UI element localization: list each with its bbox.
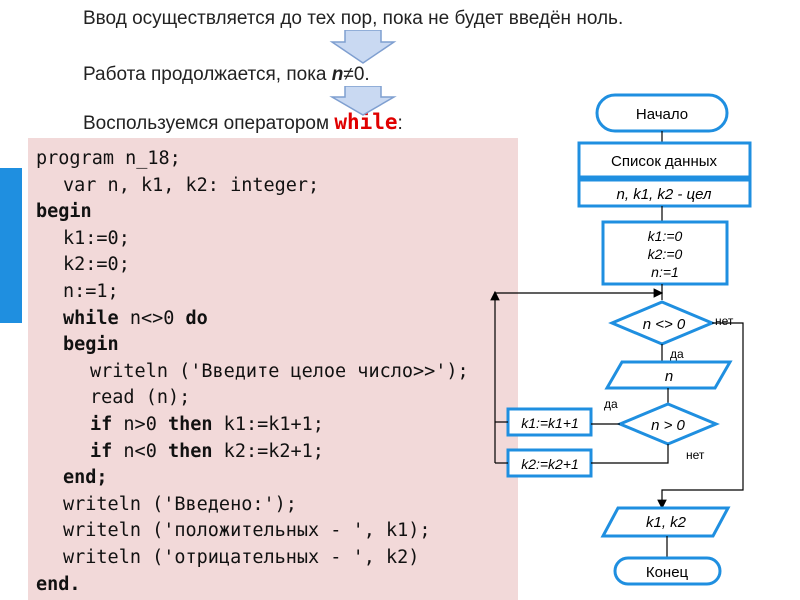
code-keyword: then xyxy=(167,414,213,435)
code-line: writeln ('Введите целое число>>'); xyxy=(90,359,469,385)
code-line: begin xyxy=(63,332,119,358)
header-line-3-prefix: Воспользуемся оператором xyxy=(83,113,335,134)
code-text: writeln ('отрицательных - ', k2) xyxy=(63,547,420,568)
code-text: k2:=0; xyxy=(63,254,130,276)
flow-inc-k1-label: k1:=k1+1 xyxy=(521,415,579,431)
flow-connector xyxy=(591,444,669,464)
flow-cond2-label: n > 0 xyxy=(651,417,685,434)
code-keyword: then xyxy=(167,440,213,462)
header-line-2: Работа продолжается, пока n≠0. xyxy=(83,64,370,86)
code-panel: program n_18;var n, k1, k2: integer; begi… xyxy=(28,138,518,600)
code-text: k1:=k1+1; xyxy=(212,414,324,435)
header-line-2-op: ≠0. xyxy=(343,64,370,85)
code-text: writeln ('положительных - ', k1); xyxy=(63,520,431,542)
code-text: k1:=0; xyxy=(63,227,130,249)
header-line-2-var: n xyxy=(331,64,344,85)
code-line: k1:=0; xyxy=(63,226,130,252)
flow-end-shape xyxy=(613,556,722,586)
code-line: k2:=0; xyxy=(63,252,130,278)
header-line-3-suffix: : xyxy=(397,113,403,134)
flow-data-list-shape xyxy=(577,141,752,179)
flow-cond2-no-label: нет xyxy=(686,448,705,462)
code-line: if n<0 then k2:=k2+1; xyxy=(90,439,324,465)
code-text: read (n); xyxy=(90,387,191,409)
flow-cond1-label: n <> 0 xyxy=(643,316,686,333)
code-line: while n<>0 do xyxy=(63,306,208,332)
code-keyword: while xyxy=(63,307,119,329)
flow-cond2-yes-label: да xyxy=(604,397,618,411)
flow-exit-arrow xyxy=(657,322,744,510)
code-text: writeln ('Введено:'); xyxy=(63,493,297,515)
code-line: read (n); xyxy=(90,385,190,411)
flow-input-shape xyxy=(604,360,733,390)
code-keyword: begin xyxy=(63,334,119,356)
code-line: writeln ('отрицательных - ', k2) xyxy=(63,545,419,571)
code-keyword: begin xyxy=(36,201,92,223)
flow-output-label: k1, k2 xyxy=(646,514,687,531)
code-keyword: if xyxy=(90,414,113,435)
code-keyword: end. xyxy=(36,573,81,595)
flow-data-list-label: Список данных xyxy=(611,153,718,170)
code-line: var n, k1, k2: integer; xyxy=(63,173,319,199)
code-line: writeln ('Введено:'); xyxy=(63,492,297,518)
flow-output-shape xyxy=(600,506,731,538)
code-text: n>0 xyxy=(112,414,168,435)
code-line: end. xyxy=(36,572,81,598)
code-keyword: end; xyxy=(63,467,108,489)
code-line: program n_18; xyxy=(36,146,181,172)
flow-input-label: n xyxy=(665,368,673,385)
flow-cond2-shape xyxy=(616,402,720,446)
code-keyword: do xyxy=(185,307,208,329)
flow-init-line-3: n:=1 xyxy=(651,264,679,280)
code-text: n:=1; xyxy=(63,281,119,302)
down-arrow-icon xyxy=(329,30,397,64)
code-text: n<0 xyxy=(112,440,168,462)
code-line: n:=1; xyxy=(63,279,119,305)
code-keyword: if xyxy=(90,440,113,462)
flow-start-label: Начало xyxy=(636,106,688,123)
flow-init-shape xyxy=(601,220,729,286)
flow-cond1-no-label: нет xyxy=(715,314,734,328)
code-text: writeln ('Введите целое число>>'); xyxy=(90,360,469,382)
code-text: n<>0 xyxy=(118,307,186,329)
header-line-3: Воспользуемся оператором while: xyxy=(83,110,403,135)
flow-init-line-2: k2:=0 xyxy=(648,246,683,262)
flow-cond1-yes-label: да xyxy=(670,347,684,361)
code-text: k2:=k2+1; xyxy=(212,440,324,462)
code-line: writeln ('положительных - ', k1); xyxy=(63,518,431,544)
down-arrow-icon xyxy=(329,86,397,116)
flow-end-label: Конец xyxy=(646,564,689,581)
code-line: end; xyxy=(63,465,108,491)
side-accent-bar xyxy=(0,168,22,323)
flow-init-line-1: k1:=0 xyxy=(648,228,683,244)
flow-data-vars-label: n, k1, k2 - цел xyxy=(617,186,712,203)
code-line: begin xyxy=(36,199,92,225)
flow-data-vars-shape xyxy=(577,178,752,208)
flowchart: Начало Список данных n, k1, k2 - цел k1:… xyxy=(490,93,752,586)
code-text: program n_18; xyxy=(36,148,181,169)
code-line: if n>0 then k1:=k1+1; xyxy=(90,412,324,438)
header-line-1: Ввод осуществляется до тех пор, пока не … xyxy=(83,8,624,29)
code-text: var n, k1, k2: integer; xyxy=(63,174,320,196)
flow-inc-k2-label: k2:=k2+1 xyxy=(521,456,579,472)
header-line-2-prefix: Работа продолжается, пока xyxy=(83,64,332,85)
